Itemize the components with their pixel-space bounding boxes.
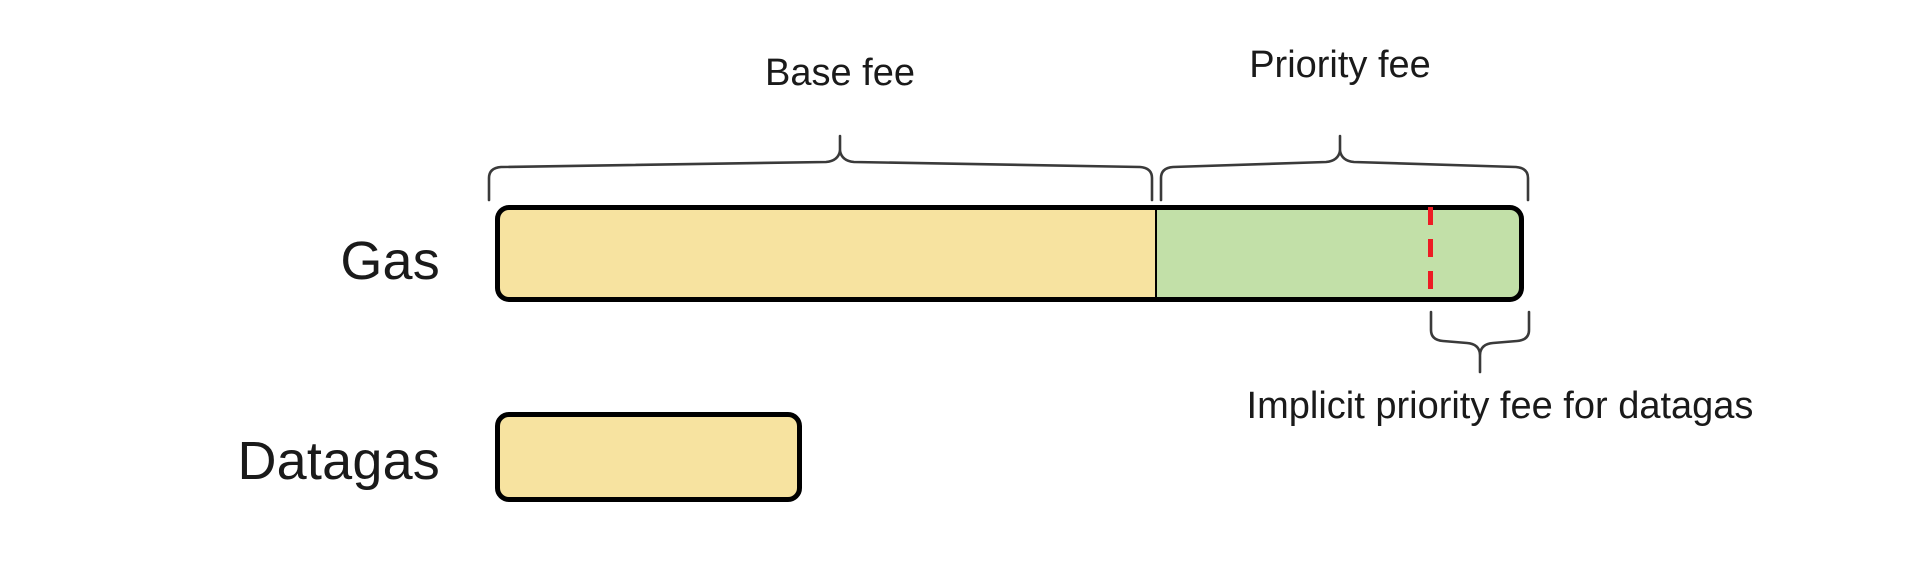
row-label-datagas: Datagas xyxy=(237,431,440,491)
priority-fee-brace-label: Priority fee xyxy=(1249,44,1431,86)
base-fee-brace xyxy=(487,134,1154,202)
datagas-segment xyxy=(495,412,802,502)
base-fee-brace-label: Base fee xyxy=(765,52,915,94)
base-fee-segment xyxy=(495,205,1157,302)
implicit-priority-fee-brace xyxy=(1429,310,1531,374)
priority-fee-brace xyxy=(1159,134,1530,202)
implicit-priority-fee-caption: Implicit priority fee for datagas xyxy=(1246,385,1754,427)
priority-fee-segment xyxy=(1155,205,1524,302)
red-dashed-divider-line xyxy=(1428,207,1433,300)
row-label-gas: Gas xyxy=(340,231,440,291)
